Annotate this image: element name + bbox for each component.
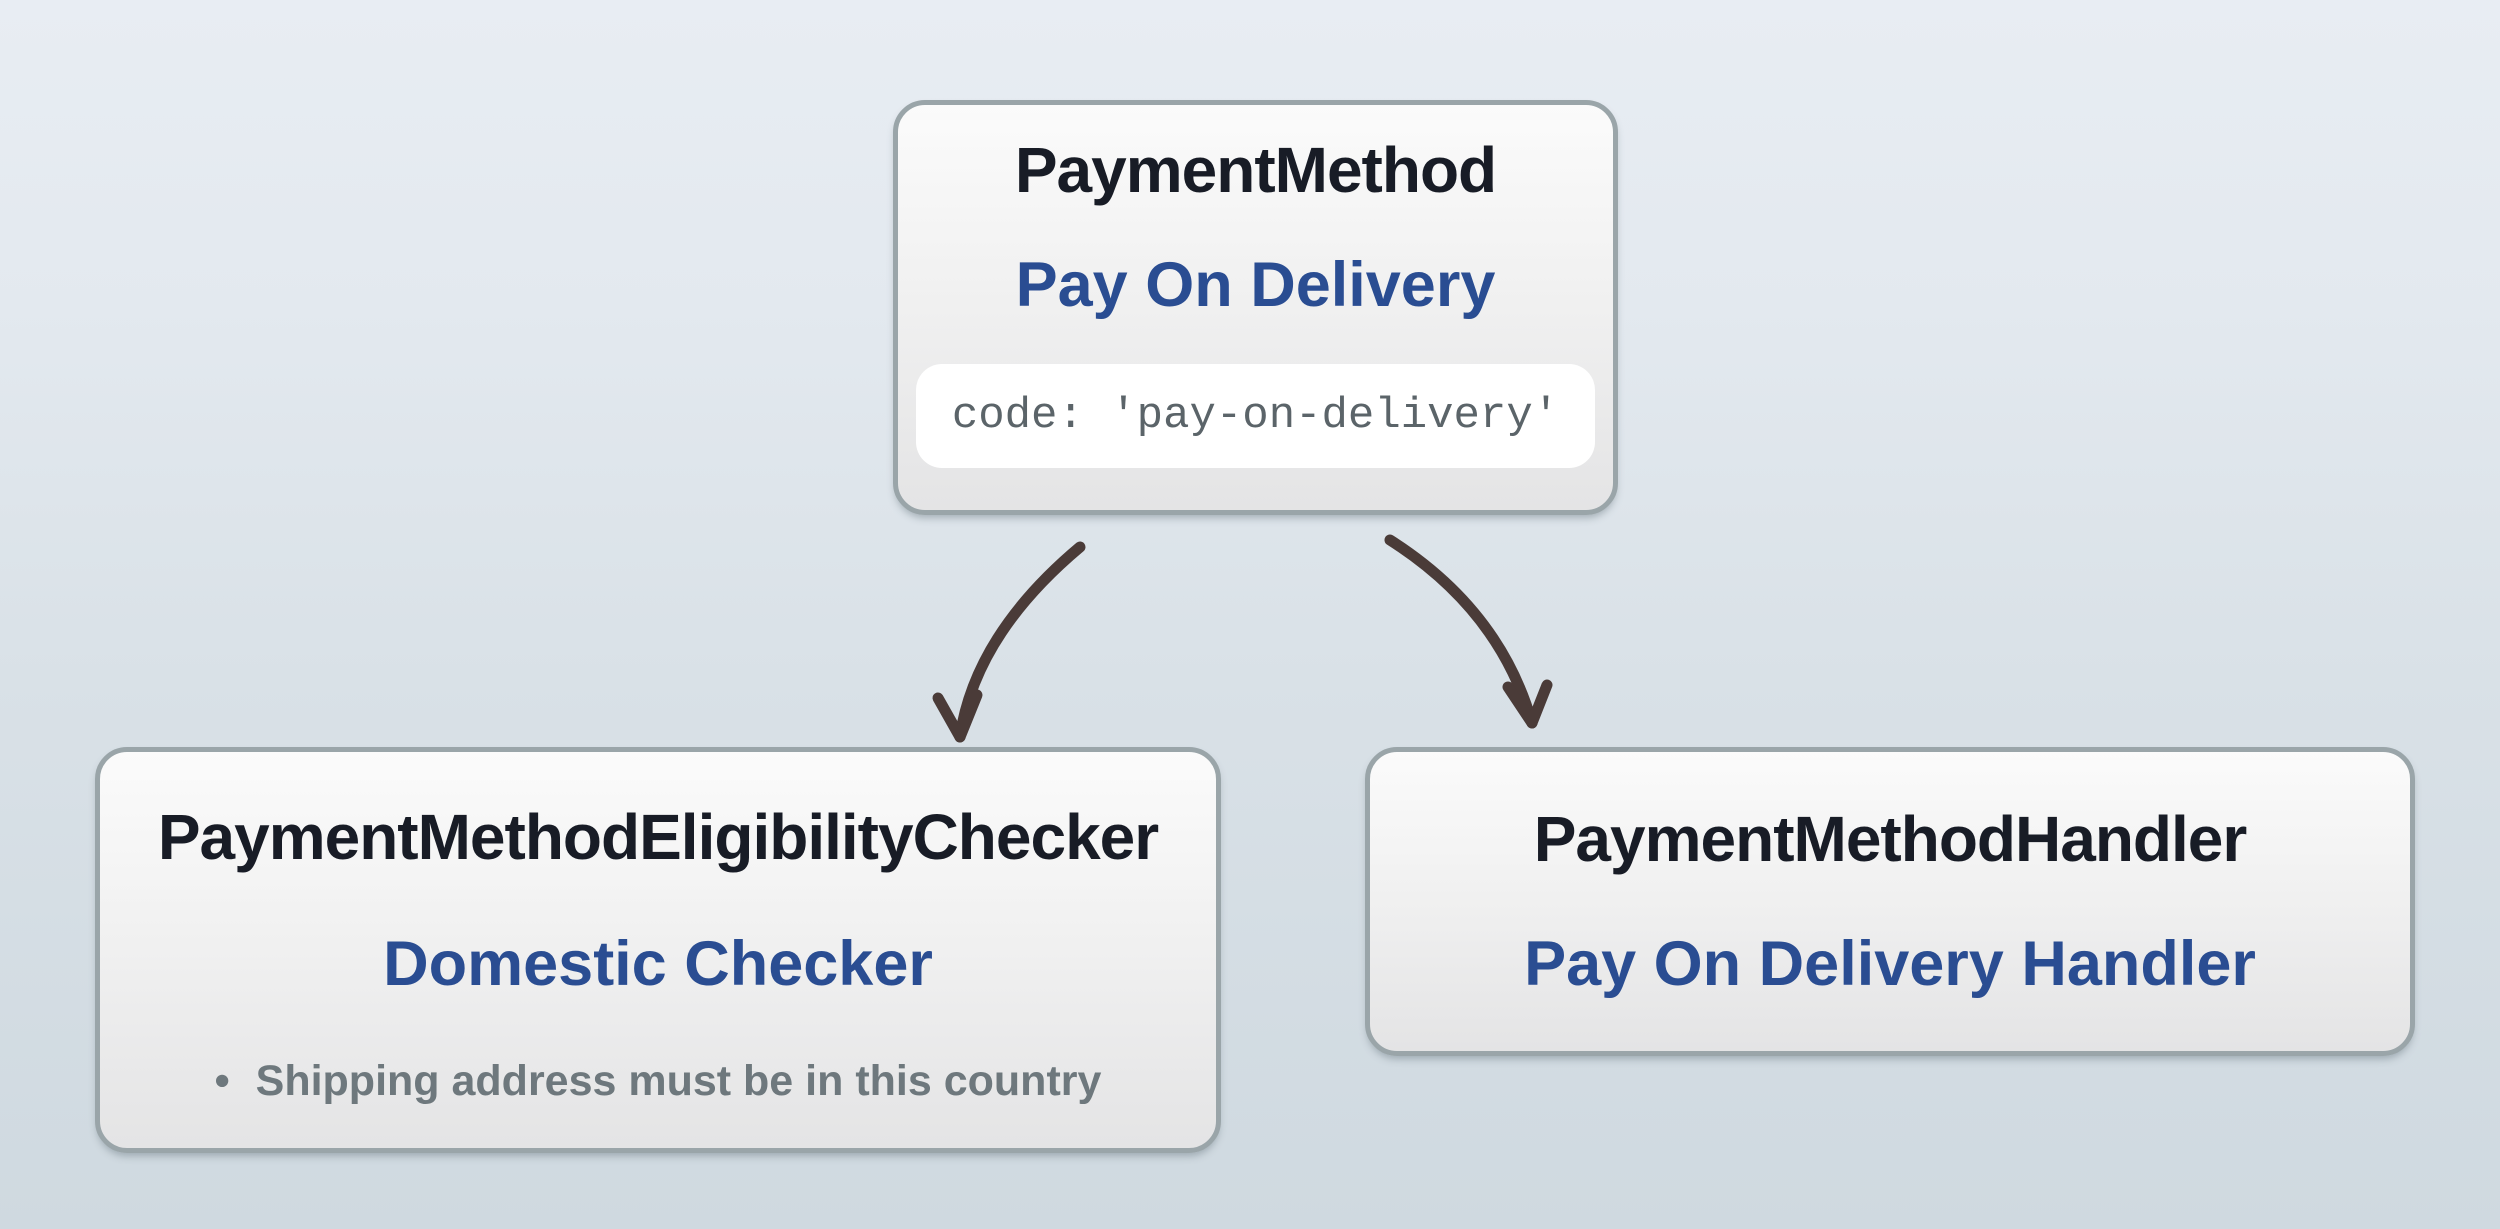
eligibility-checker-class-name: PaymentMethodEligibilityChecker <box>157 801 1159 873</box>
handler-class-name: PaymentMethodHandler <box>1533 803 2248 875</box>
node-payment-method: PaymentMethod Pay On Delivery code: 'pay… <box>893 100 1618 515</box>
handler-label: Pay On Delivery Handler <box>1524 929 2256 999</box>
arrow-to-handler-head <box>1502 679 1553 729</box>
node-eligibility-checker: PaymentMethodEligibilityChecker Domestic… <box>95 747 1221 1153</box>
eligibility-rule-item: • Shipping address must be in this count… <box>215 1055 1102 1107</box>
payment-method-code-chip: code: 'pay-on-delivery' <box>915 364 1596 468</box>
payment-method-class-name: PaymentMethod <box>1014 134 1497 206</box>
node-payment-method-handler: PaymentMethodHandler Pay On Delivery Han… <box>1365 747 2415 1056</box>
arrow-to-eligibility-checker-line <box>954 541 1086 743</box>
eligibility-checker-label: Domestic Checker <box>383 929 933 999</box>
payment-method-code: code: 'pay-on-delivery' <box>951 391 1560 441</box>
payment-method-label: Pay On Delivery <box>1015 250 1496 320</box>
arrow-to-eligibility-checker-head <box>932 689 983 743</box>
bullet-icon: • <box>214 1057 230 1105</box>
arrow-to-handler-line <box>1384 534 1538 729</box>
eligibility-rule-text: Shipping address must be in this country <box>255 1057 1102 1105</box>
